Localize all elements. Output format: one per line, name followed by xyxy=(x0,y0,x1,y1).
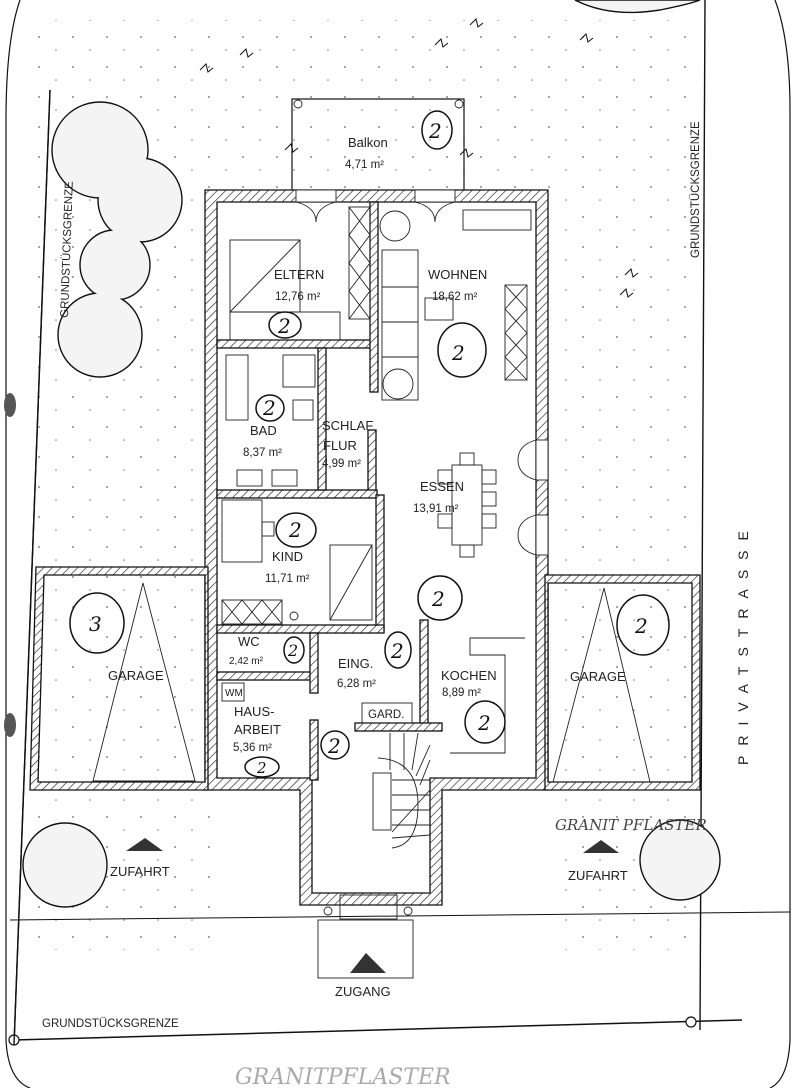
handwritten-note-bottom: GRANITPFLASTER xyxy=(235,1065,451,1088)
room-name2-schlafflur: FLUR xyxy=(323,438,357,453)
garage-left-label: GARAGE xyxy=(108,668,164,683)
entrance-label: ZUGANG xyxy=(335,984,391,999)
room-name-kochen: KOCHEN xyxy=(441,668,497,683)
svg-text:3: 3 xyxy=(89,612,102,636)
svg-text:2: 2 xyxy=(477,711,491,735)
svg-text:2: 2 xyxy=(428,119,442,143)
driveway-left-label: ZUFAHRT xyxy=(110,864,170,879)
balcony-doors xyxy=(295,189,456,223)
svg-text:2: 2 xyxy=(634,614,648,638)
street-edge-line xyxy=(9,911,791,921)
handwritten-marks: 2 2 2 2 2 2 2 2 2 2 2 3 2 xyxy=(69,110,670,778)
boundary-label-bottom: GRUNDSTÜCKSGRENZE xyxy=(42,1018,179,1030)
svg-text:2: 2 xyxy=(287,641,298,660)
punch-hole xyxy=(4,713,16,737)
room-name-wc: WC xyxy=(238,634,260,649)
boundary-label-left: GRUNDSTÜCKSGRENZE xyxy=(59,181,76,318)
tree-left-driveway xyxy=(22,822,108,908)
fixture-gard: GARD. xyxy=(368,709,404,721)
svg-text:2: 2 xyxy=(288,518,302,542)
room-name2-hausarbeit: ARBEIT xyxy=(234,722,281,737)
room-name-essen: ESSEN xyxy=(420,479,464,494)
room-area-hausarbeit: 5,36 m² xyxy=(233,742,272,754)
boundary-label-right: GRUNDSTÜCKSGRENZE xyxy=(690,121,702,258)
wall-wc-hausarbeit xyxy=(216,671,318,681)
tree-top-right xyxy=(574,0,701,14)
driveway-right-label: ZUFAHRT xyxy=(568,868,628,883)
svg-text:2: 2 xyxy=(262,396,276,420)
svg-text:2: 2 xyxy=(327,734,341,758)
svg-text:2: 2 xyxy=(451,341,465,365)
room-area-kind: 11,71 m² xyxy=(265,573,310,585)
room-name-balkon: Balkon xyxy=(348,135,388,150)
room-area-wohnen: 18,62 m² xyxy=(432,291,478,303)
wall-wc-eing xyxy=(309,632,319,694)
wall-kind-essen xyxy=(375,494,385,631)
hedge-left xyxy=(51,101,183,378)
room-name-hausarbeit: HAUS- xyxy=(234,704,274,719)
room-name-wohnen: WOHNEN xyxy=(428,267,487,282)
room-area-schlafflur: 4,99 m² xyxy=(322,458,361,470)
furniture xyxy=(221,206,532,849)
lawn-top xyxy=(210,20,550,190)
lawn-right xyxy=(550,20,700,950)
entrance-path xyxy=(317,919,414,979)
punch-hole xyxy=(4,393,16,417)
garage-left-walls xyxy=(29,566,209,791)
tree-right-driveway xyxy=(639,819,721,901)
room-area-wc: 2,42 m² xyxy=(229,656,264,667)
wall-eltern-wohnen xyxy=(369,201,379,393)
wall-hausarbeit-stair xyxy=(309,719,319,781)
room-name-eltern: ELTERN xyxy=(274,267,324,282)
room-area-essen: 13,91 m² xyxy=(413,503,459,515)
garage-right-label: GARAGE xyxy=(570,669,626,684)
wall-stair-top xyxy=(354,722,443,732)
fixture-wm: WM xyxy=(225,688,243,699)
street-label: PRIVATSTRASSE xyxy=(735,521,751,765)
room-name-bad: BAD xyxy=(250,423,277,438)
room-name-schlafflur: SCHLAF xyxy=(322,418,373,433)
entrance-arrow-icon xyxy=(350,953,386,973)
room-area-balkon: 4,71 m² xyxy=(345,159,384,171)
wall-kind-wc xyxy=(216,624,385,634)
garage-right-door-triangle xyxy=(552,587,651,783)
boundary-corner-marker xyxy=(685,1016,697,1028)
wall-eing-kochen xyxy=(419,619,429,731)
driveway-left-arrow-icon xyxy=(126,838,163,851)
svg-text:2: 2 xyxy=(431,587,445,611)
room-area-kochen: 8,89 m² xyxy=(442,687,481,699)
svg-text:2: 2 xyxy=(390,639,404,663)
room-name-eing: EING. xyxy=(338,656,373,671)
wall-eltern-bad xyxy=(216,339,378,349)
garage-right-walls xyxy=(544,574,701,791)
svg-text:2: 2 xyxy=(256,759,267,777)
driveway-right-arrow-icon xyxy=(583,840,619,853)
room-area-bad: 8,37 m² xyxy=(243,447,282,459)
room-name-kind: KIND xyxy=(272,549,303,564)
boundary-line-bottom xyxy=(13,1019,743,1041)
room-area-eing: 6,28 m² xyxy=(337,678,376,690)
room-area-eltern: 12,76 m² xyxy=(275,291,321,303)
wall-flur-essen xyxy=(367,429,377,496)
sheet-border xyxy=(5,0,791,1088)
svg-text:2: 2 xyxy=(277,314,291,338)
handwritten-note-driveway: GRANIT PFLASTER xyxy=(555,816,707,834)
wall-bad-flur xyxy=(317,347,327,491)
garage-left-door-triangle xyxy=(92,582,196,782)
wall-bad-kind xyxy=(216,489,378,499)
patio-doors-essen xyxy=(517,439,549,556)
